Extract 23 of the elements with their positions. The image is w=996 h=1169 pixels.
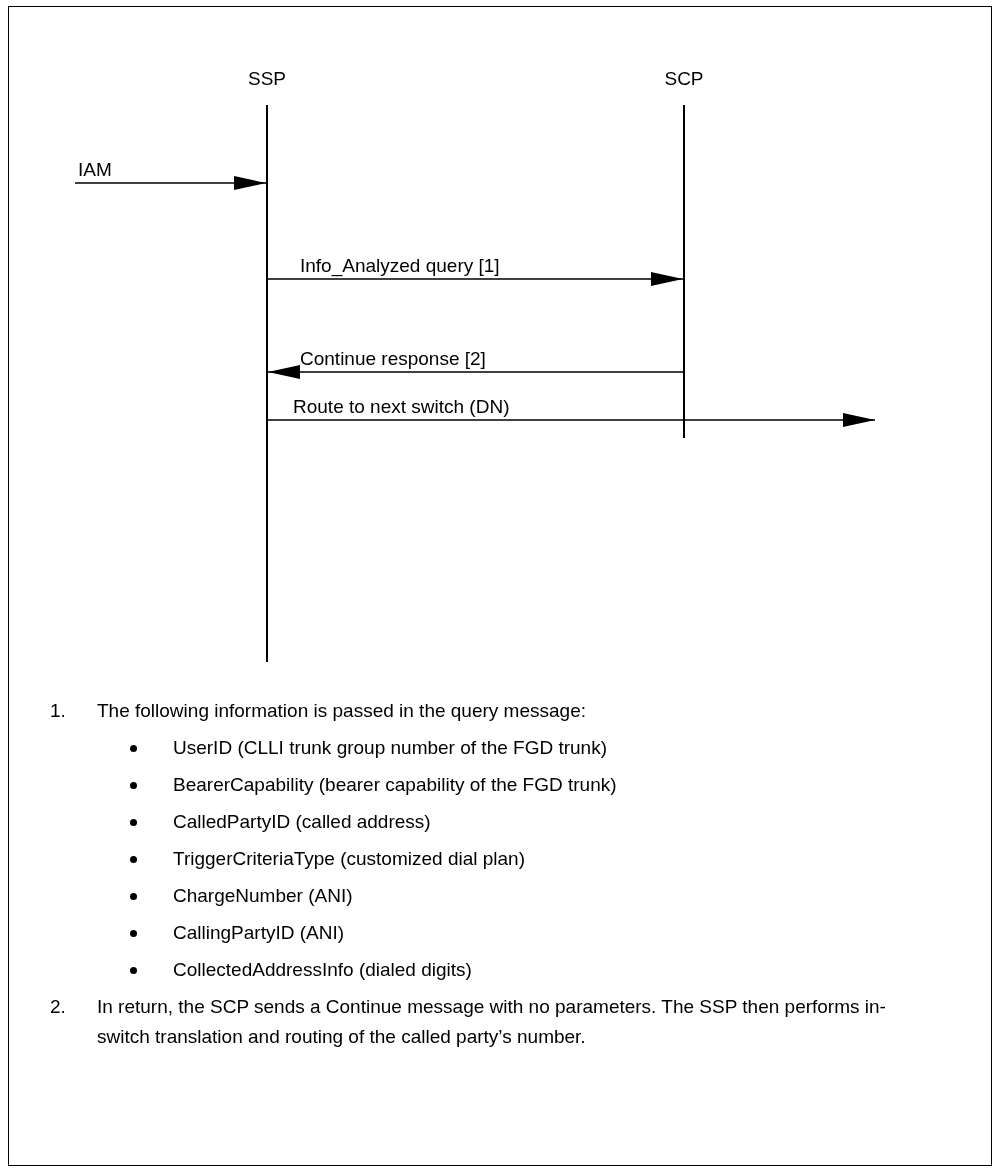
list-item: ChargeNumber (ANI) [173,885,353,907]
list-item: CollectedAddressInfo (dialed digits) [173,959,472,981]
list-item: CalledPartyID (called address) [173,811,431,833]
message-label: IAM [78,159,112,181]
message-arrow [74,176,267,190]
message-label: Info_Analyzed query [1] [300,255,500,277]
list-item: UserID (CLLI trunk group number of the FGD trunk) [173,737,607,759]
message-label: Continue response [2] [300,348,486,370]
message-arrow [267,272,684,286]
participant-label: SCP [664,68,704,90]
list-number: 1. [50,700,66,722]
lifeline [266,105,268,662]
note-text: In return, the SCP sends a Continue message with no parameters. The SSP then performs in-switch translation and routing of the called party’s number. [97,995,887,1049]
participant-label: SSP [248,68,286,90]
list-number: 2. [50,996,66,1018]
message-label: Route to next switch (DN) [293,396,510,418]
message-arrow [267,413,876,427]
list-item: TriggerCriteriaType (customized dial plan) [173,848,525,870]
note-text: The following information is passed in the query message: [97,700,586,722]
list-item: BearerCapability (bearer capability of the FGD trunk) [173,774,617,796]
message-arrow [267,365,684,379]
lifeline [683,105,685,438]
list-item: CallingPartyID (ANI) [173,922,345,944]
